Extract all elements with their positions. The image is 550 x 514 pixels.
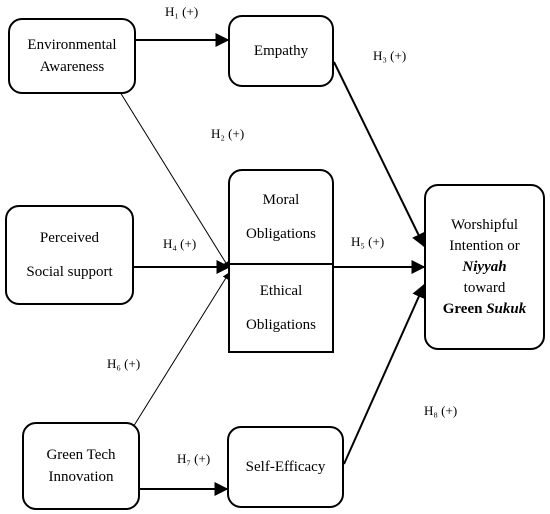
node-self-efficacy: Self-Efficacy	[227, 426, 344, 508]
arrow-selfefficacy-to-intention	[343, 283, 426, 465]
node-label-line: Green Sukuk	[443, 299, 527, 320]
node-worshipful-intention: Worshipful Intention or Niyyah toward Gr…	[424, 184, 545, 350]
hypothesis-label-h6: H₆ (+)	[107, 356, 141, 371]
hypothesis-label-h7: H₇ (+)	[177, 451, 211, 466]
node-empathy: Empathy	[228, 15, 334, 87]
node-label-line: Self-Efficacy	[245, 459, 326, 475]
node-perceived-social-support: Perceived Social support	[5, 205, 134, 305]
node-label-line: Perceived	[39, 230, 100, 246]
node-label-line: Obligations	[246, 317, 316, 333]
node-label-line: Ethical	[259, 283, 303, 299]
node-label-line: Obligations	[246, 226, 316, 242]
hypothesis-label-h8: H₈ (+)	[424, 403, 458, 418]
hypothesis-label-h3: H₃ (+)	[373, 48, 407, 63]
node-label-line: Worshipful	[450, 216, 519, 233]
hypothesis-label-h4: H₄ (+)	[163, 236, 197, 251]
node-green-tech-innovation: Green Tech Innovation	[22, 422, 140, 510]
node-label-line: Intention or	[449, 237, 520, 254]
node-moral-obligations: Moral Obligations	[228, 169, 334, 265]
node-environmental-awareness: Environmental Awareness	[8, 18, 136, 94]
node-label-line: Niyyah	[462, 258, 507, 275]
node-label-part: Green	[442, 300, 487, 317]
node-label-line: Awareness	[39, 59, 105, 75]
node-label-line: Environmental	[27, 37, 117, 53]
node-label-line: Innovation	[48, 469, 114, 485]
arrow-empathy-to-intention	[333, 61, 425, 248]
node-label-line: toward	[463, 279, 506, 296]
arrow-greentech-to-obligations	[129, 272, 230, 433]
node-label-line: Green Tech	[46, 447, 116, 463]
hypothesis-label-h5: H₅ (+)	[351, 234, 385, 249]
arrow-env-to-obligations	[119, 91, 230, 269]
node-label-line: Moral	[262, 192, 300, 208]
node-label-line: Empathy	[253, 43, 309, 59]
hypothesis-label-h1: H₁ (+)	[165, 4, 199, 19]
node-label-part: Sukuk	[486, 300, 527, 317]
hypothesis-label-h2: H₂ (+)	[211, 126, 245, 141]
node-ethical-obligations: Ethical Obligations	[228, 263, 334, 353]
node-label-line: Social support	[26, 264, 113, 280]
